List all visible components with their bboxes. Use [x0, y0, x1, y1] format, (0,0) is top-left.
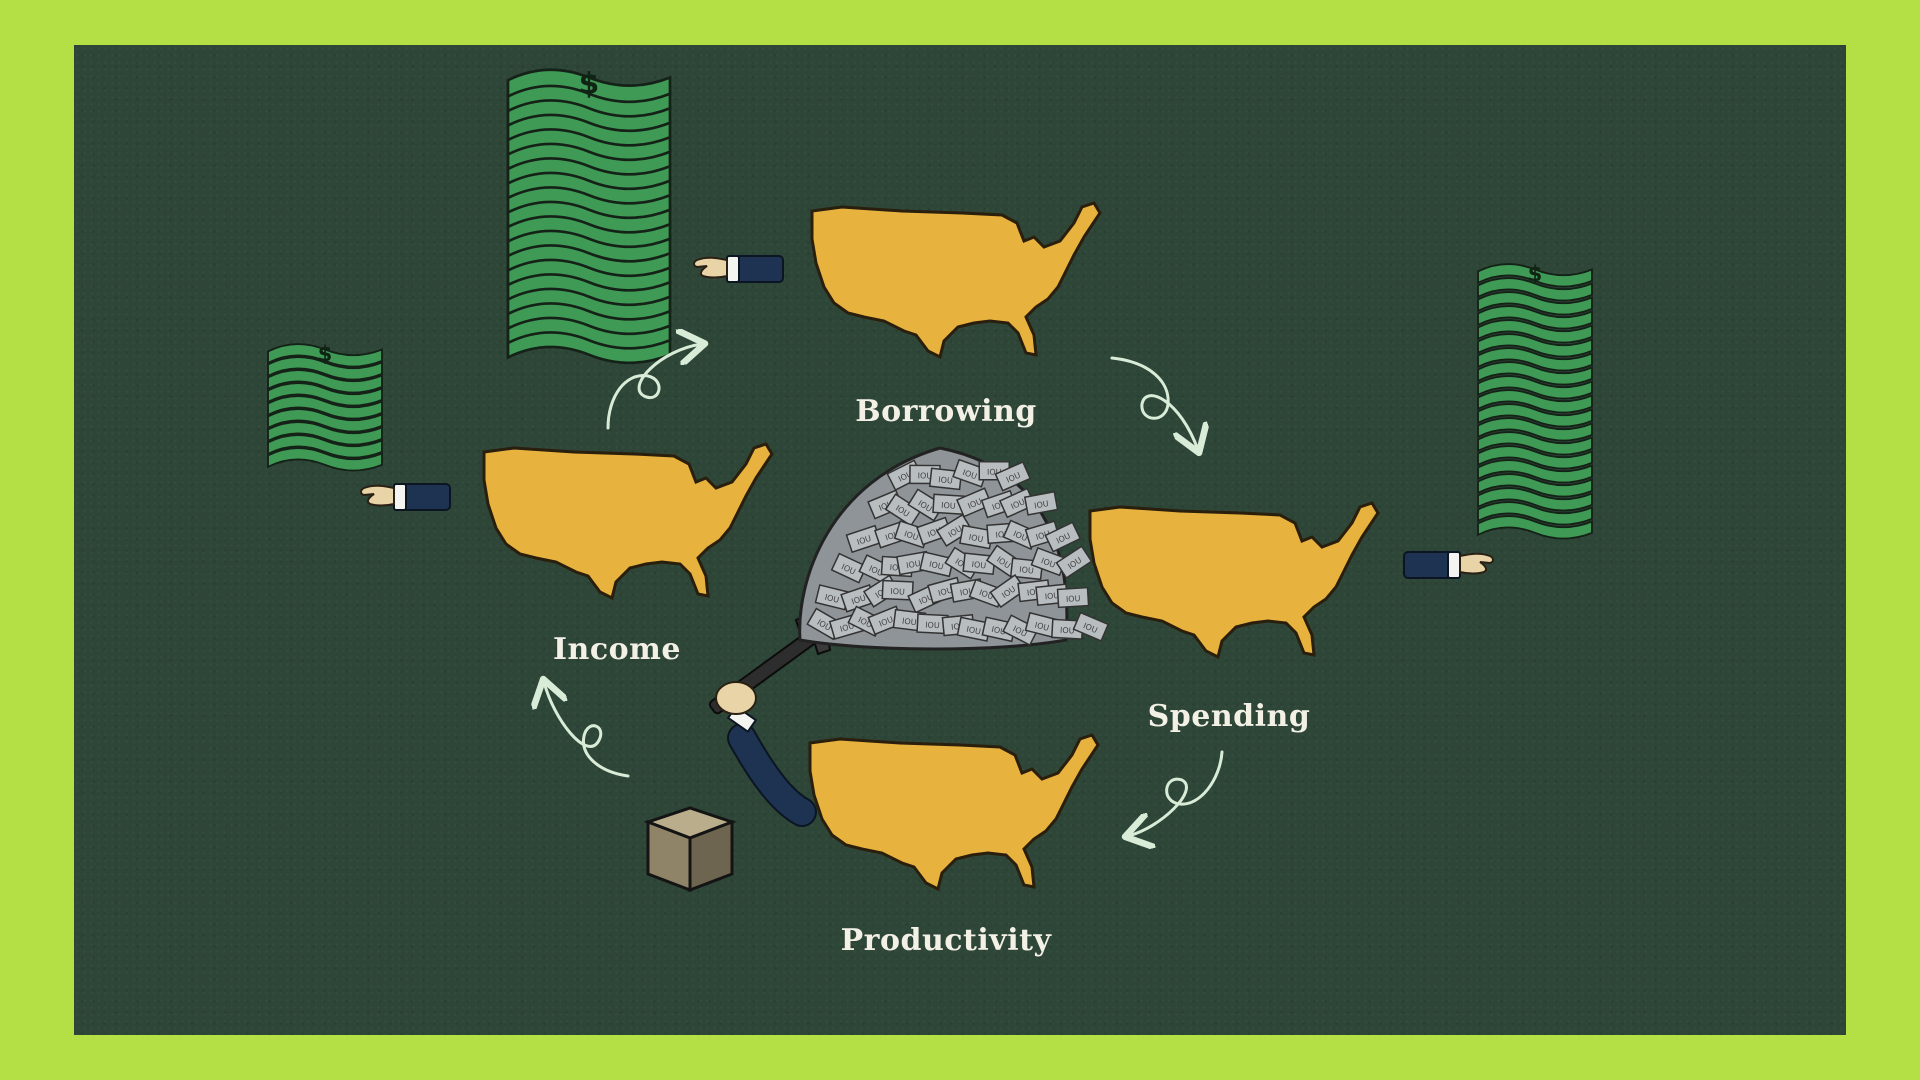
usa-map-icon: [808, 733, 1100, 891]
stage-productivity: Productivity: [643, 602, 1100, 958]
svg-text:IOU: IOU: [925, 620, 940, 630]
stage-label: Income: [553, 632, 681, 667]
cash-stack-icon: $: [267, 342, 383, 472]
svg-text:IOU: IOU: [1019, 565, 1035, 576]
iou-note: IOU: [884, 493, 922, 527]
svg-text:IOU: IOU: [995, 530, 1010, 540]
svg-text:IOU: IOU: [906, 559, 922, 570]
stage-income: Income: [360, 442, 774, 667]
svg-text:IOU: IOU: [889, 563, 904, 573]
iou-note: IOU: [1056, 586, 1090, 609]
svg-text:IOU: IOU: [971, 560, 987, 570]
iou-note: IOU: [1044, 521, 1082, 553]
svg-text:IOU: IOU: [890, 587, 905, 597]
svg-text:IOU: IOU: [1034, 621, 1050, 633]
usa-map-icon: [482, 442, 774, 600]
iou-note: IOU: [919, 551, 955, 578]
curly-arrow-icon: [606, 344, 702, 430]
iou-note: IOU: [1055, 545, 1093, 579]
stage-spending: Spending: [1088, 501, 1493, 734]
stage-label: Productivity: [841, 923, 1053, 958]
svg-text:IOU: IOU: [1060, 626, 1075, 636]
stage-label: Borrowing: [855, 394, 1037, 429]
svg-text:IOU: IOU: [824, 593, 840, 605]
cash-stack-icon: $: [1477, 262, 1593, 540]
stage-borrowing: Borrowing: [693, 201, 1102, 429]
iou-note: IOU: [994, 461, 1032, 492]
svg-text:IOU: IOU: [903, 529, 920, 542]
svg-text:IOU: IOU: [850, 593, 867, 606]
iou-note: IOU: [845, 524, 882, 554]
svg-text:IOU: IOU: [1044, 591, 1060, 601]
hand-reaching-icon: [693, 255, 784, 283]
svg-text:IOU: IOU: [966, 625, 982, 637]
svg-text:IOU: IOU: [968, 533, 984, 544]
svg-text:IOU: IOU: [928, 560, 944, 572]
svg-text:IOU: IOU: [987, 468, 1002, 477]
dollar-sign: $: [1528, 262, 1543, 286]
iou-note: IOU: [881, 579, 914, 601]
curly-arrow-icon: [1128, 750, 1224, 836]
hand-reaching-icon: [360, 483, 451, 511]
svg-text:IOU: IOU: [991, 625, 1007, 637]
dollar-sign: $: [318, 342, 333, 366]
dollar-sign: $: [579, 67, 600, 102]
svg-text:IOU: IOU: [856, 534, 873, 547]
iou-note: IOU: [989, 574, 1027, 609]
stage-label: Spending: [1148, 699, 1311, 734]
iou-note: IOU: [1023, 490, 1059, 516]
svg-text:IOU: IOU: [1033, 499, 1049, 511]
svg-text:IOU: IOU: [937, 585, 954, 598]
svg-text:IOU: IOU: [1066, 594, 1081, 604]
iou-note: IOU: [1030, 546, 1067, 577]
svg-text:IOU: IOU: [941, 501, 956, 511]
iou-note: IOU: [1024, 611, 1060, 639]
iou-note: IOU: [858, 554, 896, 586]
curly-arrow-icon: [544, 682, 630, 778]
iou-note: IOU: [814, 584, 850, 611]
iou-note: IOU: [935, 513, 973, 547]
usa-map-icon: [1088, 501, 1380, 659]
iou-note: IOU: [867, 605, 904, 636]
curly-arrow-icon: [1110, 356, 1198, 450]
hand-reaching-icon: [1404, 552, 1493, 578]
svg-text:IOU: IOU: [901, 617, 917, 628]
svg-text:IOU: IOU: [938, 475, 954, 486]
iou-note: IOU: [955, 487, 993, 518]
iou-note: IOU: [1072, 611, 1110, 642]
iou-note: IOU: [1002, 614, 1040, 646]
svg-text:IOU: IOU: [1026, 587, 1042, 598]
iou-note: IOU: [830, 552, 868, 584]
svg-text:IOU: IOU: [959, 586, 975, 597]
cardboard-box-icon: [643, 806, 737, 893]
svg-text:IOU: IOU: [918, 471, 933, 480]
cash-stack-icon: $: [506, 67, 672, 365]
usa-map-icon: [810, 201, 1102, 359]
iou-note: IOU: [932, 493, 965, 515]
flow-arrows: [544, 344, 1224, 836]
